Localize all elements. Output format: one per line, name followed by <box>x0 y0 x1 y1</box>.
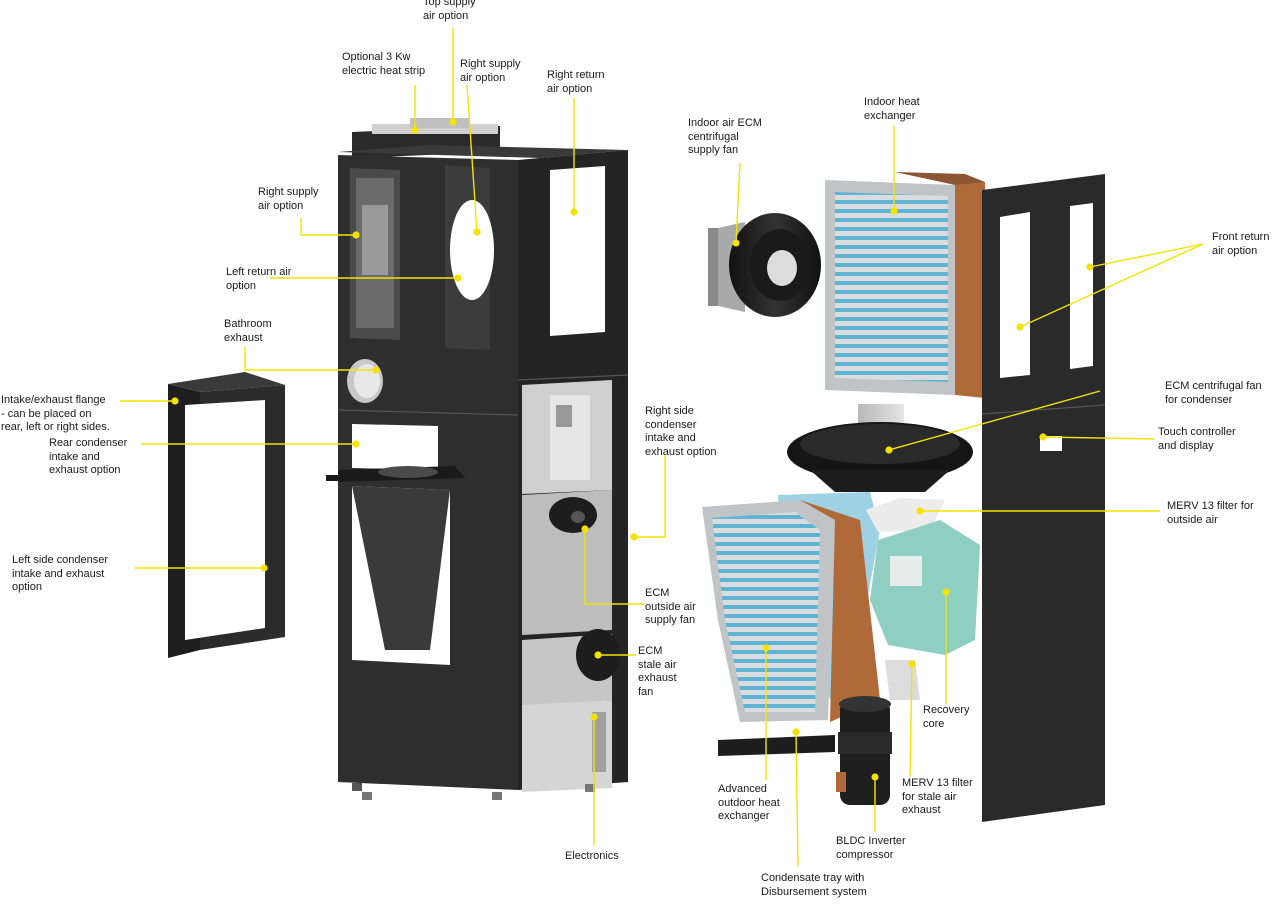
label-electronics: Electronics <box>565 850 619 862</box>
label-front-return: Front return air option <box>1212 231 1270 257</box>
label-outdoor-hx: Advanced outdoor heat exchanger <box>718 783 780 822</box>
main-cabinet <box>326 118 629 800</box>
label-condensate-tray: Condensate tray with Disbursement system <box>761 872 867 898</box>
indoor-supply-fan <box>708 213 821 317</box>
label-touch-controller: Touch controller and display <box>1158 426 1236 452</box>
condenser-fan <box>787 404 973 492</box>
label-intake-flange: Intake/exhaust flange - can be placed on… <box>1 394 110 433</box>
compressor <box>836 690 892 805</box>
label-rear-condenser: Rear condenser intake and exhaust option <box>49 437 128 476</box>
label-right-return: Right return air option <box>547 69 605 95</box>
intake-exhaust-flange <box>168 372 285 658</box>
label-ecm-condenser-fan: ECM centrifugal fan for condenser <box>1165 380 1262 406</box>
label-compressor: BLDC Inverter compressor <box>836 835 906 861</box>
label-merv-outside: MERV 13 filter for outside air <box>1167 500 1254 526</box>
outdoor-heat-exchanger <box>702 492 880 722</box>
indoor-heat-exchanger <box>825 172 985 398</box>
label-top-supply: Top supply air option <box>423 0 476 22</box>
label-indoor-fan: Indoor air ECM centrifugal supply fan <box>688 117 762 156</box>
label-bathroom-exhaust: Bathroom exhaust <box>224 318 272 344</box>
label-ecm-stale: ECM stale air exhaust fan <box>638 645 677 698</box>
leader-lines <box>120 28 1204 867</box>
label-merv-stale: MERV 13 filter for stale air exhaust <box>902 777 973 816</box>
callout-dots <box>171 118 1094 781</box>
label-heat-strip: Optional 3 Kw electric heat strip <box>342 51 426 77</box>
label-right-condenser: Right side condenser intake and exhaust … <box>645 405 717 458</box>
label-indoor-hx: Indoor heat exchanger <box>864 96 920 122</box>
label-left-return: Left return air option <box>226 266 292 292</box>
label-left-condenser: Left side condenser intake and exhaust o… <box>12 554 109 593</box>
label-recovery-core: Recovery core <box>923 704 970 730</box>
label-ecm-outside: ECM outside air supply fan <box>645 587 696 626</box>
label-right-supply-side: Right supply air option <box>258 186 319 212</box>
front-panel <box>981 174 1106 822</box>
label-right-supply-top: Right supply air option <box>460 58 521 84</box>
condensate-tray <box>718 735 835 756</box>
recovery-core <box>866 498 980 700</box>
